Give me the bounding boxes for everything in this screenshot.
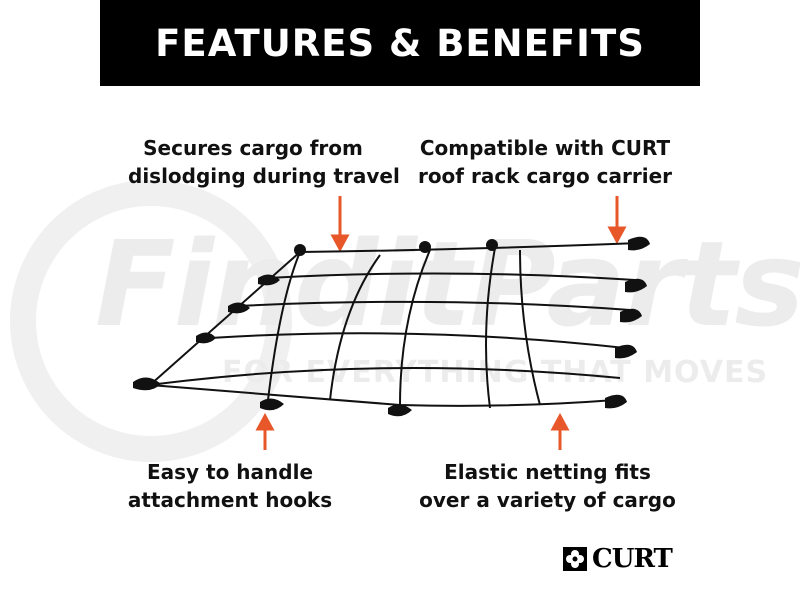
- hook-icon: [486, 239, 498, 251]
- hook-icon: [419, 241, 431, 253]
- callout-line: Easy to handle: [146, 460, 314, 484]
- watermark-tagline: FOR EVERYTHING THAT MOVES: [222, 355, 769, 390]
- hook-icon: [294, 244, 306, 256]
- arrow-head-icon: [607, 226, 627, 245]
- callout-hooks: Easy to handle attachment hooks: [120, 458, 340, 514]
- curt-emblem-icon: [563, 547, 587, 571]
- hook-icon: [228, 302, 250, 314]
- hook-icon: [620, 308, 642, 323]
- callout-compatible: Compatible with CURT roof rack cargo car…: [410, 134, 680, 190]
- arrow-head-icon: [330, 234, 350, 253]
- header-banner: FEATURES & BENEFITS: [100, 0, 700, 86]
- callout-line: Elastic netting fits: [444, 460, 651, 484]
- hook-icon: [388, 404, 412, 417]
- hook-icon: [628, 236, 650, 251]
- callout-line: attachment hooks: [127, 488, 333, 512]
- hook-icon: [615, 344, 637, 359]
- curt-logo-text: CURT: [592, 544, 673, 574]
- hook-icon: [625, 278, 647, 293]
- callout-line: roof rack cargo carrier: [417, 164, 673, 188]
- arrows: [255, 196, 627, 450]
- hook-icon: [605, 394, 627, 409]
- net-cords: [149, 242, 641, 409]
- hooks: [133, 236, 650, 417]
- callout-line: Compatible with CURT: [419, 136, 671, 160]
- hook-icon: [133, 377, 161, 391]
- callout-line: over a variety of cargo: [419, 488, 676, 512]
- page-title: FEATURES & BENEFITS: [155, 21, 645, 65]
- hook-icon: [196, 332, 216, 344]
- arrow-head-icon: [550, 412, 570, 431]
- arrow-head-icon: [255, 412, 275, 431]
- callout-line: dislodging during travel: [128, 164, 400, 188]
- hook-icon: [258, 274, 280, 286]
- callout-secures: Secures cargo from dislodging during tra…: [128, 134, 400, 190]
- callout-line: Secures cargo from: [143, 136, 363, 160]
- curt-logo: CURT: [562, 544, 673, 574]
- callout-elastic: Elastic netting fits over a variety of c…: [415, 458, 680, 514]
- hook-icon: [260, 398, 284, 411]
